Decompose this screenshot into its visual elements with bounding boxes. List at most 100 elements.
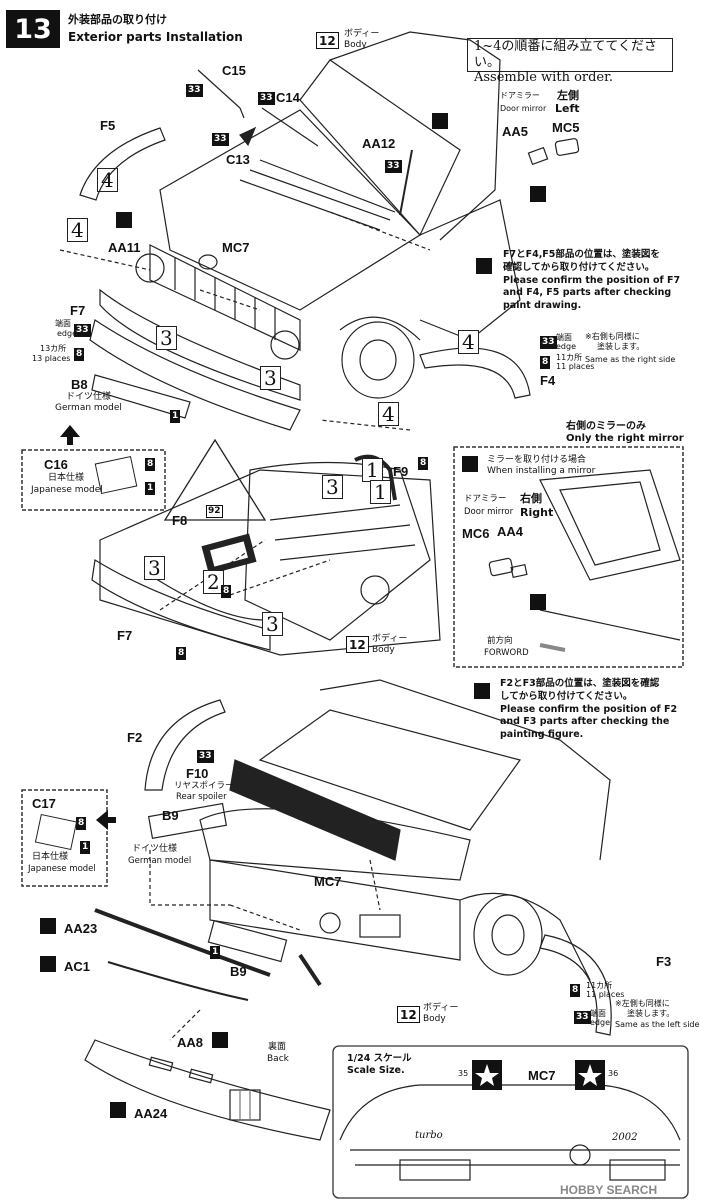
- body-part-num-top: 12: [316, 32, 339, 49]
- mirror-left-jp: ドアミラー: [500, 91, 540, 100]
- paint-33-f3-edge: 33: [574, 1011, 591, 1024]
- note-f2-en2: and F3 parts after checking the: [500, 716, 670, 728]
- body-label-en-mid: Body: [372, 645, 395, 655]
- order-mark-1: 1: [362, 458, 383, 482]
- part-aa5: AA5: [502, 124, 529, 139]
- paint-8-f7: 8: [176, 647, 187, 660]
- scale-en: Scale Size.: [347, 1065, 405, 1076]
- paint-33-f4-edge: 33: [540, 336, 557, 349]
- assemble-order-note: 1~4の順番に組み立ててください。 Assemble with order.: [467, 38, 673, 85]
- paint-1-c16: 1: [145, 482, 156, 495]
- paint-8-places: 8: [74, 348, 85, 361]
- forward-en: FORWORD: [484, 648, 529, 658]
- order-mark-2: 2: [203, 570, 224, 594]
- paint-92-f8: 92: [206, 505, 223, 518]
- order-note-en: Assemble with order.: [474, 70, 614, 86]
- places11-en-2: 11 places: [586, 990, 625, 999]
- note-f7-en1: Please confirm the position of F7: [503, 274, 681, 286]
- detail-car-front: [244, 461, 431, 641]
- note-f7-jp1: F7とF4,F5部品の位置は、塗装図を: [503, 249, 660, 260]
- step-title-jp: 外装部品の取り付け: [68, 13, 167, 26]
- paint-33-c14: 33: [258, 92, 275, 105]
- german-model-jp-2: ドイツ仕様: [132, 844, 178, 854]
- trunk-script-2002: 2002: [612, 1132, 638, 1143]
- paint-33-c13: 33: [212, 133, 229, 146]
- detail-spoiler-f7: [91, 559, 271, 651]
- glue-icon: [432, 113, 448, 129]
- glue-icon: [40, 918, 56, 934]
- same-left-jp2: 塗装します。: [627, 1009, 675, 1018]
- when-mirror-jp: ミラーを取り付ける場合: [487, 455, 587, 465]
- mirror-left-side-jp: 左側: [557, 89, 579, 102]
- note-f7: F7とF4,F5部品の位置は、塗装図を 確認してから取り付けてください。 Ple…: [503, 249, 680, 313]
- paint-8-f9: 8: [418, 457, 429, 470]
- part-f10: F10: [186, 766, 209, 781]
- note-f7-jp2: 確認してから取り付けてください。: [503, 261, 655, 273]
- warning-icon: [462, 456, 478, 472]
- part-b8: B8: [71, 377, 88, 392]
- body-part-num-mid: 12: [346, 636, 369, 653]
- rear-spoiler-f10: [229, 759, 401, 861]
- body-label-jp-mid: ボディー: [372, 634, 408, 644]
- paint-8-f3: 8: [570, 984, 581, 997]
- german-model-en-2: German model: [128, 856, 192, 866]
- paint-8-f8: 8: [221, 585, 232, 598]
- order-mark-3c: 3: [322, 475, 343, 499]
- part-mc7-scale: MC7: [528, 1068, 556, 1083]
- lower-car-rear: [209, 859, 461, 961]
- part-aa24: AA24: [134, 1106, 168, 1121]
- part-c15: C15: [222, 63, 246, 78]
- places13-en: 13 places: [32, 354, 71, 363]
- same-right-jp2: 塗装します。: [597, 342, 645, 351]
- body-label-en-top: Body: [344, 40, 367, 50]
- note-f7-en3: paint drawing.: [503, 300, 582, 312]
- fender-f3: [539, 934, 612, 1036]
- hobby-search-watermark: HOBBY SEARCH: [560, 1183, 658, 1197]
- front-spoiler-f7: [99, 288, 301, 401]
- bumper-b8: [89, 319, 301, 431]
- body-part-num-lower: 12: [397, 1006, 420, 1023]
- part-aa12: AA12: [362, 136, 396, 151]
- fender-f5: [79, 127, 166, 201]
- when-mirror-en: When installing a mirror: [487, 466, 596, 476]
- paint-8-f4: 8: [540, 356, 551, 369]
- body-label-jp-lower: ボディー: [423, 1003, 459, 1013]
- glue-icon: [212, 1032, 228, 1048]
- part-f3: F3: [656, 954, 672, 969]
- part-b9-lower: B9: [230, 964, 247, 979]
- places11-jp-2: 11カ所: [586, 981, 613, 990]
- mirror-left-en: Door mirror: [500, 104, 547, 113]
- japanese-model-jp-2: 日本仕様: [32, 852, 69, 862]
- body-label-en-lower: Body: [423, 1014, 446, 1024]
- rear-spoiler-jp: リヤスポイラー: [174, 781, 234, 791]
- back-jp: 裏面: [268, 1042, 287, 1052]
- upper-car-windshield: [299, 59, 461, 237]
- paint-8-c16: 8: [145, 458, 156, 471]
- forward-jp: 前方向: [487, 636, 513, 646]
- right-mirror-only-en: Only the right mirror: [566, 433, 684, 444]
- part-f4: F4: [540, 373, 556, 388]
- part-mc7-rear: MC7: [314, 874, 342, 889]
- trunk-script-turbo: turbo: [415, 1130, 443, 1141]
- glue-icon: [110, 1102, 126, 1118]
- order-mark-3b: 3: [260, 366, 281, 390]
- part-aa23: AA23: [64, 921, 98, 936]
- places11-jp-1: 11カ所: [556, 353, 583, 362]
- order-mark-3a: 3: [156, 326, 177, 350]
- body-label-jp-top: ボディー: [344, 29, 380, 39]
- mirror-right-side-jp: 右側: [520, 492, 542, 505]
- part-mc6: MC6: [462, 526, 490, 541]
- edge-en-3: edge: [590, 1018, 610, 1027]
- part-mc7-front: MC7: [222, 240, 250, 255]
- warning-icon: [476, 258, 492, 274]
- japanese-model-en-2: Japanese model: [28, 864, 96, 874]
- edge-jp-3: 端面: [590, 1009, 606, 1018]
- edge-en-2: edge: [556, 342, 576, 351]
- step-title-en: Exterior parts Installation: [68, 30, 243, 44]
- rear-bumper: [84, 1039, 331, 1141]
- note-f2-en1: Please confirm the position of F2: [500, 703, 678, 715]
- fender-f2: [144, 699, 226, 791]
- detail-triangle: [163, 438, 267, 521]
- part-c16: C16: [44, 457, 68, 472]
